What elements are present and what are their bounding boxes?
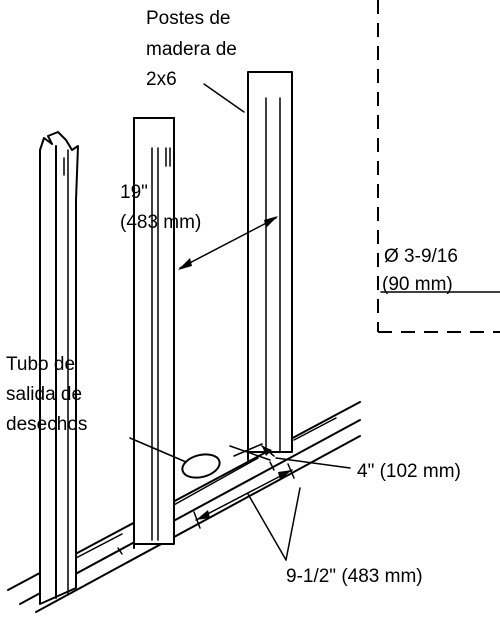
drain-pipe xyxy=(129,437,221,479)
half-spacing-dimension xyxy=(193,463,301,561)
offset-dimension xyxy=(229,443,351,469)
fixture-outline xyxy=(377,0,500,333)
stud-middle xyxy=(133,117,175,549)
studs-leader xyxy=(203,83,245,113)
offset-label: 4" (102 mm) xyxy=(357,461,461,482)
half-spacing-label: 9-1/2" (483 mm) xyxy=(286,566,423,587)
stud-right xyxy=(247,71,293,461)
stud-spacing-arrow xyxy=(178,216,278,270)
stud-spacing-label: 19" (483 mm) xyxy=(120,182,201,233)
stud-left xyxy=(39,131,79,605)
drain-label: Tubo de salida de desechos xyxy=(6,354,87,435)
studs-label: Postes de madera de 2x6 xyxy=(146,8,242,90)
floor-junction xyxy=(75,417,337,559)
diameter-label: Ø 3-9/16 (90 mm) xyxy=(382,246,463,295)
